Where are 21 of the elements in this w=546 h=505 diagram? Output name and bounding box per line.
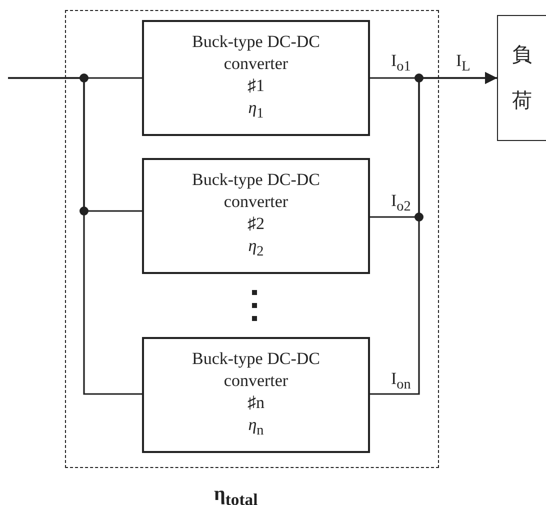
load-box bbox=[497, 15, 546, 141]
converter-box bbox=[142, 337, 370, 453]
converter-name: Buck-type DC-DC converter bbox=[191, 348, 321, 392]
converter-name: Buck-type DC-DC converter bbox=[191, 31, 321, 76]
efficiency-label: η$_{n}$ bbox=[248, 414, 264, 441]
wire bbox=[8, 77, 142, 395]
current-label: I$_{o2}$ bbox=[391, 192, 411, 216]
current-label: I$_{L}$ bbox=[456, 52, 470, 76]
wire bbox=[370, 72, 497, 395]
current-label: I$_{o1}$ bbox=[391, 52, 411, 76]
efficiency-label: η$_{total}$ bbox=[214, 485, 258, 505]
converter-box bbox=[142, 20, 370, 136]
load-label: 負荷 bbox=[512, 43, 532, 114]
efficiency-label: η$_{2}$ bbox=[248, 235, 264, 262]
converter-name: Buck-type DC-DC converter bbox=[191, 169, 321, 214]
unit-number: ♯1 bbox=[248, 75, 264, 98]
unit-number: ♯2 bbox=[248, 213, 264, 236]
efficiency-label: η$_{1}$ bbox=[248, 97, 264, 124]
converter-box bbox=[142, 158, 370, 274]
unit-number: ♯n bbox=[248, 392, 264, 414]
current-label: I$_{on}$ bbox=[391, 370, 411, 394]
